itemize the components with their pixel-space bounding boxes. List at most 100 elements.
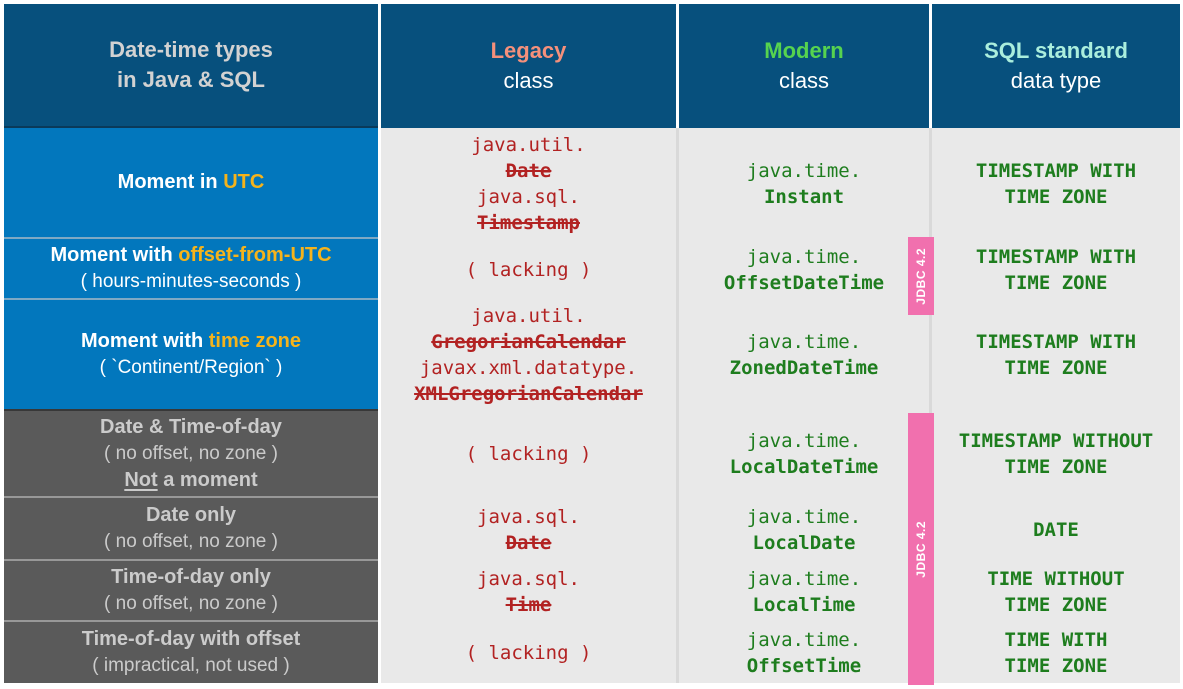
row-title: Time-of-day with offset (81, 628, 301, 650)
legacy-code: java.sql. Time (477, 566, 580, 618)
row-subtitle: ( no offset, no zone ) (104, 442, 278, 464)
modern-class: LocalTime (752, 593, 856, 616)
modern-pkg: java.time. (746, 628, 862, 651)
jdbc-badge-offset-row: JDBC 4.2 (908, 237, 934, 315)
row-title: Time-of-day only (111, 566, 271, 588)
row-label-date-only: Date only ( no offset, no zone ) (4, 498, 378, 561)
sql-line: TIME ZONE (1004, 455, 1108, 478)
modern-cell-moment-offset: java.time. OffsetDateTime (676, 239, 929, 300)
legacy-pkg: java.sql. (477, 185, 580, 208)
header-title-line1: Date-time types (109, 37, 273, 62)
modern-class: LocalDate (752, 531, 856, 554)
modern-code: java.time.Instant (747, 158, 861, 210)
modern-cell-time-only: java.time. LocalTime (676, 561, 929, 622)
row-title: Date only (145, 504, 237, 526)
header-sql-accent: SQL standard (984, 38, 1128, 63)
header-sql-sub: data type (1010, 68, 1102, 93)
header-legacy-accent: Legacy (490, 38, 567, 63)
legacy-cell-moment-offset: ( lacking ) (378, 239, 676, 300)
header-col-legacy: Legacy class (378, 4, 676, 128)
row-title-text: Moment with (50, 244, 173, 266)
modern-code: java.time.LocalDateTime (730, 428, 879, 480)
modern-cell-time-offset: java.time. OffsetTime (676, 622, 929, 683)
legacy-class-deprecated: Time (505, 593, 552, 616)
row-note: Not a moment (124, 467, 257, 494)
sql-type: TIMESTAMP WITH TIME ZONE (976, 158, 1136, 210)
sql-cell-local-datetime: TIMESTAMP WITHOUT TIME ZONE (929, 409, 1180, 498)
row-subtitle: ( no offset, no zone ) (104, 531, 278, 552)
modern-cell-date-only: java.time. LocalDate (676, 498, 929, 561)
sql-type: TIMESTAMP WITH TIME ZONE (976, 329, 1136, 381)
row-title: Moment in UTC (118, 169, 265, 196)
sql-cell-moment-utc: TIMESTAMP WITH TIME ZONE (929, 128, 1180, 239)
modern-cell-local-datetime: java.time.LocalDateTime (676, 409, 929, 498)
row-subtitle: ( no offset, no zone ) (104, 593, 278, 614)
legacy-pkg: javax.xml.datatype. (419, 356, 638, 379)
jdbc-badge-label: JDBC 4.2 (914, 247, 928, 305)
jdbc-badge-local-rows: JDBC 4.2 (908, 413, 934, 685)
legacy-class-deprecated: Timestamp (477, 211, 580, 234)
legacy-cell-time-only: java.sql. Time (378, 561, 676, 622)
jdbc-badge-label: JDBC 4.2 (914, 520, 928, 578)
legacy-class-deprecated: Date (505, 531, 552, 554)
modern-code: java.time. LocalDate (747, 504, 861, 556)
header-title-line2: in Java & SQL (117, 67, 265, 92)
sql-line: TIME ZONE (1004, 185, 1108, 208)
header-col-sql: SQL standard data type (929, 4, 1180, 128)
row-label-local-datetime: Date & Time-of-day ( no offset, no zone … (4, 409, 378, 498)
sql-line: TIMESTAMP WITH (975, 159, 1137, 182)
row-title: Date & Time-of-day (100, 415, 282, 438)
sql-line: TIME ZONE (1004, 356, 1108, 379)
modern-class: OffsetTime (746, 654, 862, 677)
modern-pkg: java.time. (746, 505, 862, 528)
sql-line: TIME WITHOUT (987, 567, 1125, 590)
row-title-accent: offset-from-UTC (178, 244, 332, 266)
modern-class: ZonedDateTime (729, 356, 879, 379)
modern-cell-moment-zone: java.time. ZonedDateTime (676, 300, 929, 409)
legacy-pkg: java.util. (471, 304, 586, 327)
sql-line: TIMESTAMP WITH (975, 330, 1137, 353)
row-title-accent: time zone (208, 330, 302, 352)
legacy-pkg: java.sql. (477, 567, 580, 590)
modern-class: OffsetDateTime (723, 271, 885, 294)
row-label-time-offset: Time-of-day with offset ( impractical, n… (4, 622, 378, 683)
row-subtitle: ( hours-minutes-seconds ) (80, 271, 302, 292)
legacy-lacking: ( lacking ) (465, 258, 592, 281)
sql-cell-moment-zone: TIMESTAMP WITH TIME ZONE (929, 300, 1180, 409)
header-col-modern: Modern class (676, 4, 929, 128)
row-label-moment-offset: Moment with offset-from-UTC ( hours-minu… (4, 239, 378, 300)
header-modern-accent: Modern (764, 38, 844, 63)
modern-pkg: java.time. (746, 330, 862, 353)
modern-code: java.time. OffsetTime (747, 627, 861, 679)
legacy-code: java.sql. Date (477, 504, 580, 556)
modern-pkg: java.time. (746, 245, 862, 268)
sql-cell-date-only: DATE (929, 498, 1180, 561)
legacy-pkg: java.sql. (477, 505, 580, 528)
row-label-moment-utc: Moment in UTC (4, 128, 378, 239)
sql-line: TIMESTAMP WITHOUT (958, 429, 1154, 452)
row-title-accent: UTC (223, 171, 265, 193)
sql-cell-time-offset: TIME WITH TIME ZONE (929, 622, 1180, 683)
sql-type: DATE (1033, 518, 1079, 541)
table-grid: Date-time types in Java & SQL Legacy cla… (4, 4, 1180, 683)
modern-pkg: java.time. (746, 567, 862, 590)
row-note-rest: a moment (157, 468, 258, 491)
legacy-cell-local-datetime: ( lacking ) (378, 409, 676, 498)
row-note-underlined: Not (124, 468, 158, 491)
legacy-class-deprecated: Date (505, 159, 552, 182)
row-title: Moment with offset-from-UTC (50, 242, 331, 269)
modern-class: Instant (763, 185, 845, 208)
legacy-class-deprecated: XMLGregorianCalendar (414, 382, 643, 405)
sql-line: TIME ZONE (1004, 654, 1108, 677)
row-title: Moment with time zone (81, 328, 301, 355)
modern-pkg: java.time. (746, 429, 862, 452)
sql-line: TIME WITH (1004, 628, 1108, 651)
